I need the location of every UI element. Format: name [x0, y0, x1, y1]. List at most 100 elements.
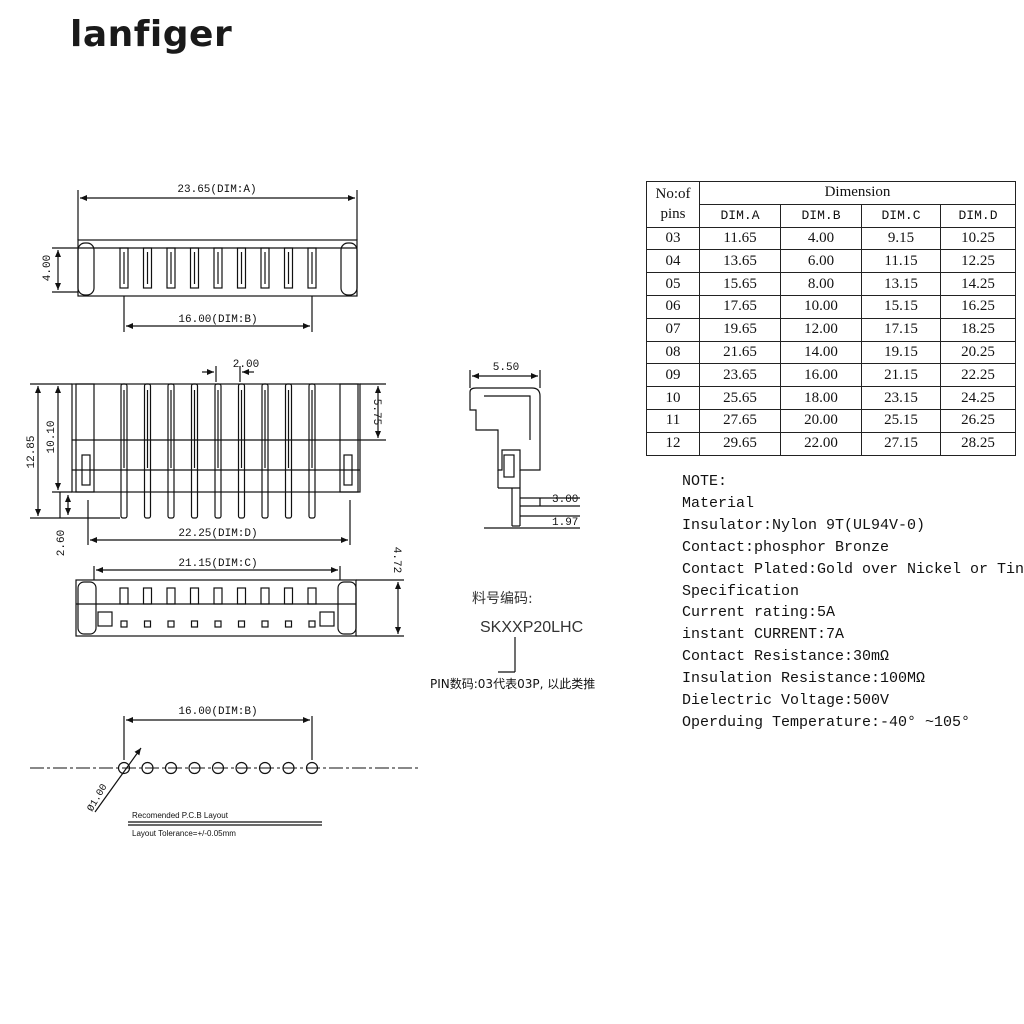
column-header: DIM.C — [861, 203, 941, 228]
dimension-cell: 22.00 — [780, 431, 862, 456]
dimension-cell: 10.25 — [940, 226, 1016, 251]
pin-below-label: 2.60 — [56, 530, 68, 556]
dimension-cell: 15.15 — [861, 294, 941, 319]
column-header: DIM.D — [940, 203, 1016, 228]
dimension-cell: 24.25 — [940, 386, 1016, 410]
top-pin — [166, 247, 176, 289]
dimension-cell: 19.65 — [699, 317, 781, 342]
bottom-pin-slot — [119, 587, 129, 605]
pin-count-cell: 12 — [646, 431, 700, 456]
dimension-cell: 4.00 — [780, 226, 862, 251]
bottom-pin-slot — [260, 587, 270, 605]
bottom-pin-hole — [284, 620, 293, 628]
pcb-hole — [282, 761, 295, 775]
dimension-cell: 28.25 — [940, 431, 1016, 456]
dimension-cell: 14.25 — [940, 272, 1016, 296]
bottom-pin-slot — [213, 587, 223, 605]
side-view — [469, 370, 580, 529]
dimension-cell: 10.00 — [780, 294, 862, 319]
dim-d-label: 22.25(DIM:D) — [178, 528, 257, 540]
note-line: Contact Resistance:30mΩ — [682, 648, 890, 666]
tail2-label: 1.97 — [552, 517, 578, 529]
front-pin — [190, 383, 199, 519]
pcb-hole — [258, 761, 272, 775]
head-no: No:of — [655, 186, 691, 203]
dimension-cell: 6.00 — [780, 249, 862, 274]
body-height-label: 10.10 — [46, 420, 58, 453]
bottom-pin-slot — [189, 587, 200, 605]
dimension-cell: 23.65 — [699, 363, 781, 388]
note-line: Material — [682, 494, 755, 512]
top-pin — [213, 247, 223, 289]
pin-note: PIN数码:03代表03P, 以此类推 — [430, 676, 595, 691]
dimension-cell: 14.00 — [780, 340, 862, 365]
brand-logo: lanfiger — [70, 14, 233, 55]
pin-count-cell: 09 — [646, 363, 700, 388]
pitch-label: 2.00 — [233, 359, 259, 371]
note-line: Contact:phosphor Bronze — [682, 538, 890, 556]
pin-count-cell: 03 — [646, 226, 700, 251]
pin-count-cell: 11 — [646, 408, 700, 433]
front-pin — [237, 383, 246, 519]
dimension-cell: 16.00 — [780, 363, 862, 388]
bottom-pin-hole — [190, 620, 199, 628]
pin-count-cell: 08 — [646, 340, 700, 365]
hole-diameter-label: Ø1.00 — [85, 782, 110, 814]
dimension-cell: 16.25 — [940, 294, 1016, 319]
dimension-cell: 22.25 — [940, 363, 1016, 388]
top-pin — [119, 247, 129, 289]
dimension-cell: 26.25 — [940, 408, 1016, 433]
pcb-hole — [164, 761, 178, 775]
dimension-cell: 23.15 — [861, 386, 941, 410]
dimension-cell: 18.00 — [780, 386, 862, 410]
bottom-pin-hole — [143, 620, 152, 628]
top-pin — [283, 247, 294, 289]
bottom-pin-slot — [236, 587, 247, 605]
dimension-cell: 13.65 — [699, 249, 781, 274]
bottom-pin-hole — [214, 620, 222, 628]
pcb-layout-tolerance: Layout Tolerance=+/-0.05mm — [132, 829, 236, 838]
bottom-height-label: 4.72 — [390, 547, 402, 573]
note-line: Contact Plated:Gold over Nickel or Tin — [682, 560, 1024, 578]
dimension-cell: 20.00 — [780, 408, 862, 433]
dimension-cell: 19.15 — [861, 340, 941, 365]
dimension-cell: 25.65 — [699, 386, 781, 410]
pcb-hole — [305, 761, 319, 775]
pcb-layout-view — [30, 716, 420, 826]
top-pin — [142, 247, 153, 289]
top-pin — [307, 247, 317, 289]
pcb-hole — [141, 761, 154, 775]
front-pin — [284, 383, 293, 519]
pcb-layout-title: Recomended P.C.B Layout — [132, 811, 229, 820]
head-pins: pins — [660, 206, 686, 223]
part-number-code: SKXXP20LHC — [480, 619, 583, 636]
dimension-cell: 15.65 — [699, 272, 781, 296]
dimension-cell: 27.65 — [699, 408, 781, 433]
tail-label: 3.00 — [552, 494, 578, 506]
note-line: NOTE: — [682, 473, 728, 490]
front-pin — [167, 383, 175, 519]
bottom-pin-hole — [120, 620, 128, 628]
dimension-cell: 11.15 — [861, 249, 941, 274]
note-line: instant CURRENT:7A — [682, 626, 845, 644]
dimension-cell: 18.25 — [940, 317, 1016, 342]
bottom-pin-slot — [283, 587, 294, 605]
bottom-pin-slot — [142, 587, 153, 605]
front-pin — [308, 383, 316, 519]
top-view — [52, 190, 358, 332]
note-line: Current rating:5A — [682, 604, 836, 622]
bottom-pin-hole — [308, 620, 316, 628]
note-line: Specification — [682, 582, 800, 600]
pcb-hole — [211, 761, 225, 775]
